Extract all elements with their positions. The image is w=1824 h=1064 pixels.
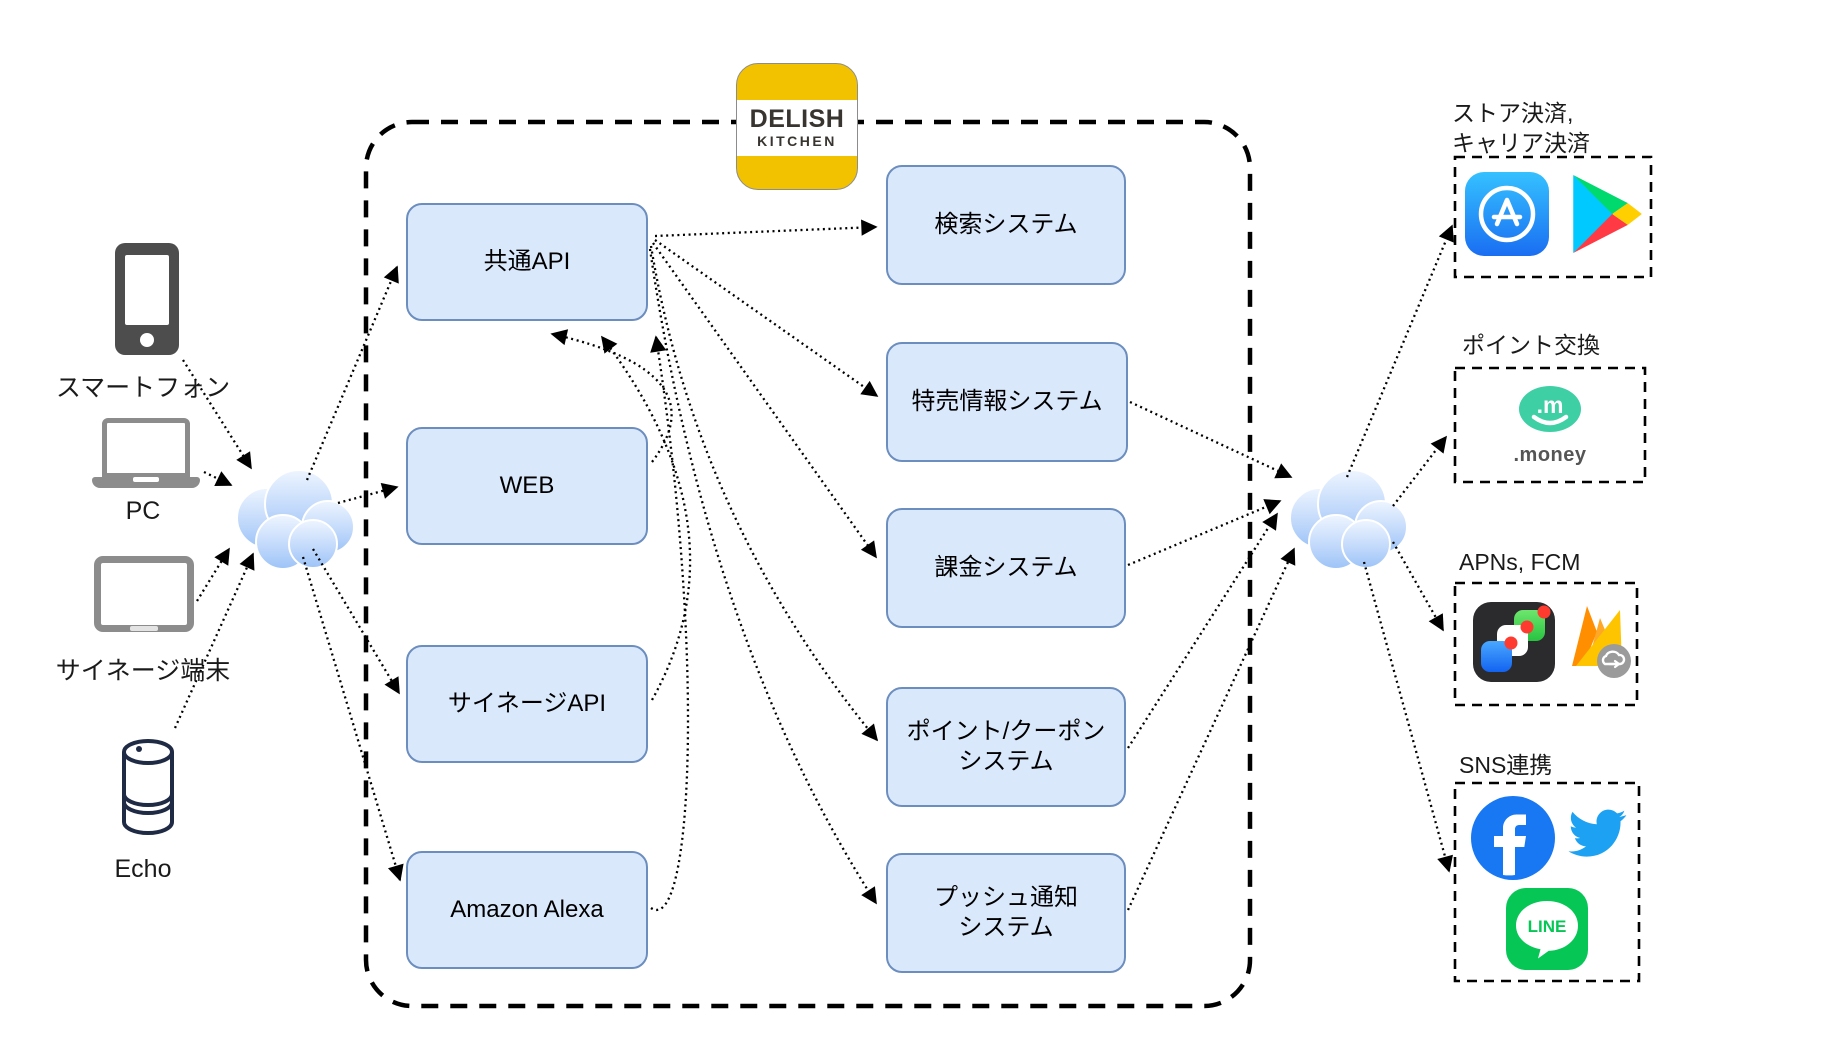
- node-point-coupon-label-2: システム: [958, 748, 1054, 775]
- node-sale-info-label: 特売情報システム: [911, 388, 1103, 415]
- logo-text-kitchen: KITCHEN: [757, 133, 837, 149]
- dotmoney-m-text: .m: [1537, 392, 1564, 418]
- logo-band: DELISH KITCHEN: [737, 100, 857, 156]
- internet-cloud-left: [236, 469, 355, 570]
- dotmoney-mark: .m: [1519, 386, 1581, 432]
- flow-cloud-storepay: [1345, 224, 1454, 478]
- node-push-system: プッシュ通知 システム: [886, 853, 1126, 973]
- internet-cloud-right: [1289, 469, 1408, 570]
- echo-label: Echo: [114, 855, 172, 883]
- line-bubble: LINE: [1516, 901, 1578, 959]
- flow-web-commonapi: [550, 329, 673, 463]
- line-icon: LINE: [1506, 888, 1588, 970]
- delish-kitchen-logo: DELISH KITCHEN: [736, 63, 858, 190]
- laptop-screen: [102, 418, 190, 478]
- flow-echo-cloud: [173, 552, 255, 729]
- node-search-system: 検索システム: [886, 165, 1126, 285]
- flow-signageapi-commonapi: [601, 335, 692, 701]
- node-common-api: 共通API: [406, 203, 648, 321]
- flow-signage-cloud: [196, 547, 230, 602]
- node-push-label-1: プッシュ通知: [934, 884, 1078, 911]
- flow-commonapi-saleinfo: [654, 239, 879, 397]
- flow-pc-cloud: [203, 470, 233, 487]
- app-store-icon: [1465, 172, 1549, 256]
- tablet-home-bar: [130, 626, 158, 631]
- flow-cloud-pointexchange: [1392, 435, 1447, 507]
- smartphone-label: スマートフォン: [55, 374, 231, 402]
- node-amazon-alexa: Amazon Alexa: [406, 851, 648, 969]
- flow-commonapi-search: [654, 219, 878, 238]
- flow-alexa-commonapi: [650, 335, 690, 912]
- node-billing-label: 課金システム: [934, 554, 1078, 581]
- flow-cloud-pushservice: [1392, 541, 1444, 632]
- flow-cloud-web: [337, 482, 399, 505]
- flow-commonapi-billing: [652, 242, 877, 559]
- node-push-label-2: システム: [958, 914, 1054, 941]
- point-exchange-frame: [1453, 366, 1647, 484]
- flow-commonapi-pointcoupon: [649, 245, 879, 742]
- node-signage-api-label: サイネージAPI: [447, 690, 607, 717]
- node-web-label: WEB: [499, 472, 555, 499]
- smartphone-screen: [125, 255, 169, 325]
- line-wordmark: LINE: [1528, 917, 1567, 936]
- apns-icon: [1473, 602, 1555, 682]
- node-billing-system: 課金システム: [886, 508, 1126, 628]
- smartphone-icon: [115, 243, 179, 355]
- push-service-frame: [1453, 581, 1639, 707]
- firebase-fcm-icon: [1572, 606, 1631, 678]
- tablet-icon: [94, 556, 194, 632]
- twitter-icon: [1568, 809, 1627, 857]
- node-search-label: 検索システム: [934, 211, 1078, 238]
- sns-frame: [1453, 781, 1641, 983]
- node-web: WEB: [406, 427, 648, 545]
- logo-text-delish: DELISH: [749, 105, 845, 133]
- flow-arrows: [173, 219, 1454, 912]
- node-point-coupon-system: ポイント/クーポン システム: [886, 687, 1126, 807]
- laptop-icon: [92, 418, 200, 490]
- node-signage-api: サイネージAPI: [406, 645, 648, 763]
- store-payment-label-1: ストア決済,: [1452, 100, 1574, 126]
- flow-cloud-alexa: [301, 556, 404, 882]
- sns-label: SNS連携: [1459, 752, 1553, 778]
- store-payment-label-2: キャリア決済: [1452, 130, 1590, 156]
- push-services-label: APNs, FCM: [1459, 549, 1581, 575]
- dotmoney-wordmark: .money: [1513, 444, 1587, 466]
- node-point-coupon-label-1: ポイント/クーポン: [906, 718, 1106, 745]
- smartphone-home-button: [140, 333, 154, 347]
- flow-billing-cloud: [1127, 499, 1282, 567]
- node-amazon-alexa-label: Amazon Alexa: [450, 896, 604, 923]
- pc-label: PC: [125, 497, 161, 525]
- flow-cloud-sns: [1362, 561, 1453, 873]
- point-exchange-label: ポイント交換: [1462, 332, 1600, 358]
- service-boundary: [363, 119, 1253, 1009]
- flow-saleinfo-cloud: [1129, 400, 1293, 479]
- node-sale-info-system: 特売情報システム: [886, 342, 1128, 462]
- flow-cloud-commonapi: [305, 265, 399, 481]
- flow-pointcoupon-cloud: [1127, 512, 1278, 749]
- flow-cloud-signageapi: [312, 548, 400, 695]
- dotmoney-icon: .m .money: [1495, 385, 1605, 467]
- laptop-base: [92, 477, 200, 488]
- flow-push-cloud: [1126, 547, 1296, 911]
- google-play-icon: [1573, 175, 1642, 253]
- signage-label: サイネージ端末: [55, 657, 231, 685]
- node-common-api-label: 共通API: [483, 248, 571, 275]
- store-payment-label: ストア決済, キャリア決済: [1452, 98, 1590, 158]
- flow-commonapi-push: [648, 248, 877, 905]
- laptop-notch: [133, 477, 159, 482]
- store-payment-frame: [1453, 155, 1653, 279]
- facebook-icon: [1471, 796, 1555, 880]
- echo-cylinder-icon: [122, 739, 174, 835]
